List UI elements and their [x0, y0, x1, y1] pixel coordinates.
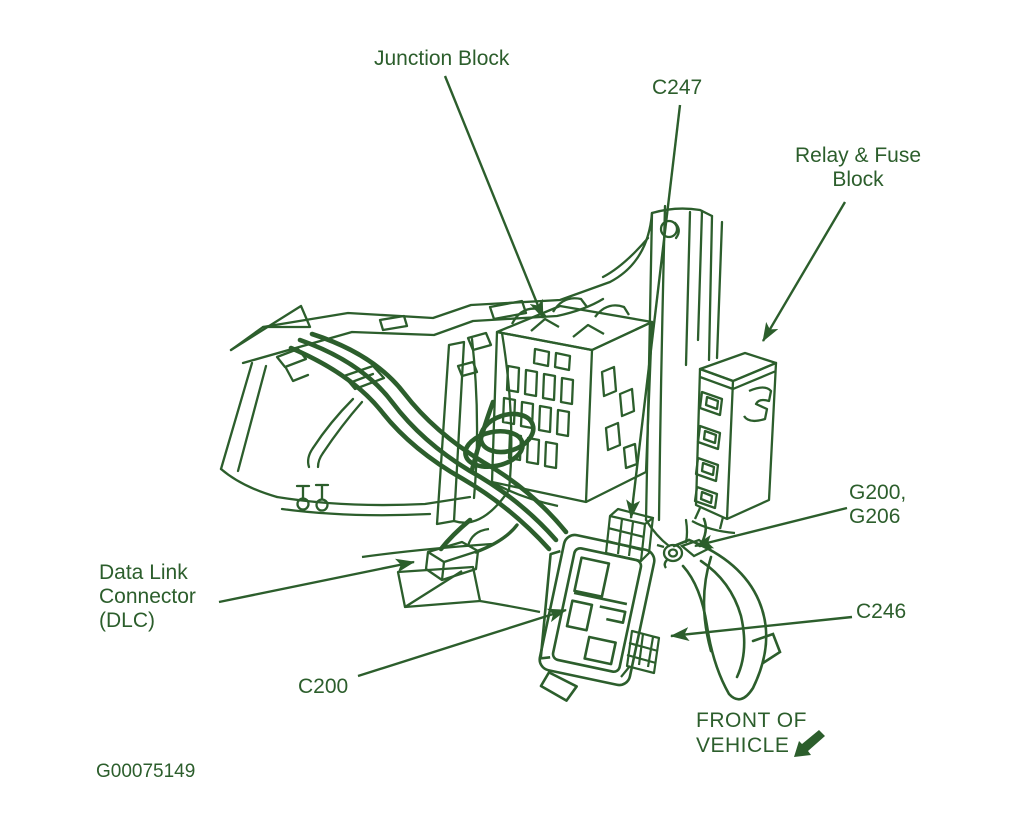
label-relay-fuse-block: Relay & Fuse Block	[780, 144, 936, 192]
leader-dlc	[218, 558, 415, 604]
label-c246: C246	[856, 600, 907, 623]
label-c200: C200	[298, 675, 349, 698]
c200-connector-drawing	[538, 533, 656, 702]
leader-arrows	[218, 75, 853, 678]
label-g200-g206: G200, G206	[849, 481, 906, 529]
c247-connector-drawing	[604, 507, 655, 563]
leader-c200	[357, 608, 567, 678]
label-dlc-line1: Data Link	[99, 561, 188, 584]
figure-code: G00075149	[96, 761, 196, 782]
wiring-harness-drawing	[288, 331, 569, 554]
label-front-of-vehicle-line1: FRONT OF	[696, 709, 807, 732]
label-dlc-line2: Connector	[99, 585, 196, 608]
label-front-of-vehicle-line2: VEHICLE	[696, 734, 790, 757]
c246-connector-drawing	[620, 629, 661, 678]
label-g200-line1: G200,	[849, 481, 907, 504]
leader-c247	[626, 104, 682, 519]
dlc-connector-drawing	[424, 527, 490, 582]
label-g200-line2: G206	[849, 505, 901, 528]
label-relay-fuse-block-line1: Relay & Fuse	[794, 144, 922, 167]
label-relay-fuse-block-line2: Block	[832, 168, 884, 191]
label-front-of-vehicle: FRONT OF VEHICLE	[696, 708, 807, 758]
label-dlc-line3: (DLC)	[99, 609, 155, 632]
leader-junction-block	[443, 75, 545, 319]
leader-relay-fuse-block	[761, 201, 847, 342]
mounting-bracket-drawing	[672, 517, 782, 701]
leader-g200	[694, 506, 848, 549]
label-dlc: Data Link Connector (DLC)	[99, 561, 196, 633]
leader-c246	[670, 615, 853, 642]
front-of-vehicle-arrow-icon	[794, 730, 825, 757]
label-c247: C247	[652, 76, 703, 99]
relay-fuse-block-drawing	[691, 351, 778, 535]
floor-panel-drawing	[361, 542, 541, 614]
label-junction-block: Junction Block	[374, 47, 510, 70]
junction-block-drawing	[456, 297, 654, 508]
